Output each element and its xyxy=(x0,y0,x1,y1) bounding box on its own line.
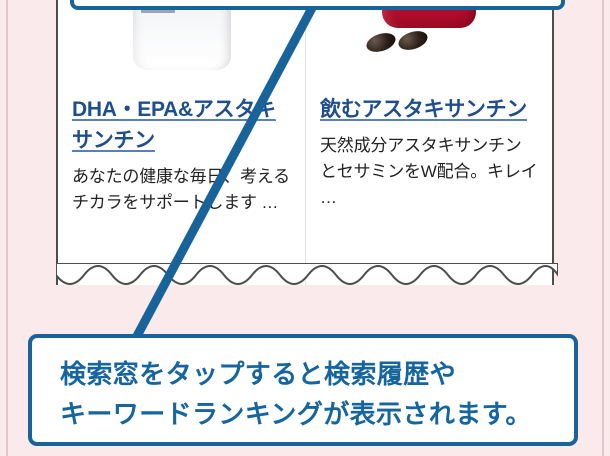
product-title-link-1[interactable]: 飲むアスタキサンチン xyxy=(320,98,527,121)
instruction-callout-line-1: 検索窓をタップすると検索履歴や xyxy=(60,359,457,389)
device-frame-right-edge xyxy=(602,0,604,456)
scalloped-bottom-edge xyxy=(56,263,558,285)
product-grid: すっきりたっぷり DHA・EPA&アスタキサンチン あなたの健康な毎日、考えるチ… xyxy=(58,0,552,285)
blue-bottle-icon: すっきりたっぷり xyxy=(132,0,231,70)
product-title-link-0[interactable]: DHA・EPA&アスタキサンチン xyxy=(72,98,276,152)
product-cell-1[interactable]: 飲むアスタキサンチン 天然成分アスタキサンチンとセサミンをW配合。キレイ … xyxy=(305,0,552,285)
softgel-capsule-icon xyxy=(364,29,398,56)
product-title-wrap-1: 飲むアスタキサンチン xyxy=(320,94,538,125)
search-results-card: すっきりたっぷり DHA・EPA&アスタキサンチン あなたの健康な毎日、考えるチ… xyxy=(56,0,558,285)
top-annotation-box xyxy=(70,0,565,10)
product-title-wrap-0: DHA・EPA&アスタキサンチン xyxy=(72,94,291,156)
device-frame-left-edge xyxy=(6,0,8,456)
product-description-1: 天然成分アスタキサンチンとセサミンをW配合。キレイ … xyxy=(320,136,538,207)
instruction-callout-line-2: キーワードランキングが表示されます。 xyxy=(60,399,532,429)
product-cell-0[interactable]: すっきりたっぷり DHA・EPA&アスタキサンチン あなたの健康な毎日、考えるチ… xyxy=(58,0,305,285)
product-image-0: すっきりたっぷり xyxy=(72,0,291,90)
softgel-capsule-icon xyxy=(396,27,430,54)
instruction-callout: 検索窓をタップすると検索履歴や キーワードランキングが表示されます。 xyxy=(28,334,578,446)
product-description-0: あなたの健康な毎日、考えるチカラをサポートします … xyxy=(72,167,290,212)
product-image-1 xyxy=(320,0,538,90)
